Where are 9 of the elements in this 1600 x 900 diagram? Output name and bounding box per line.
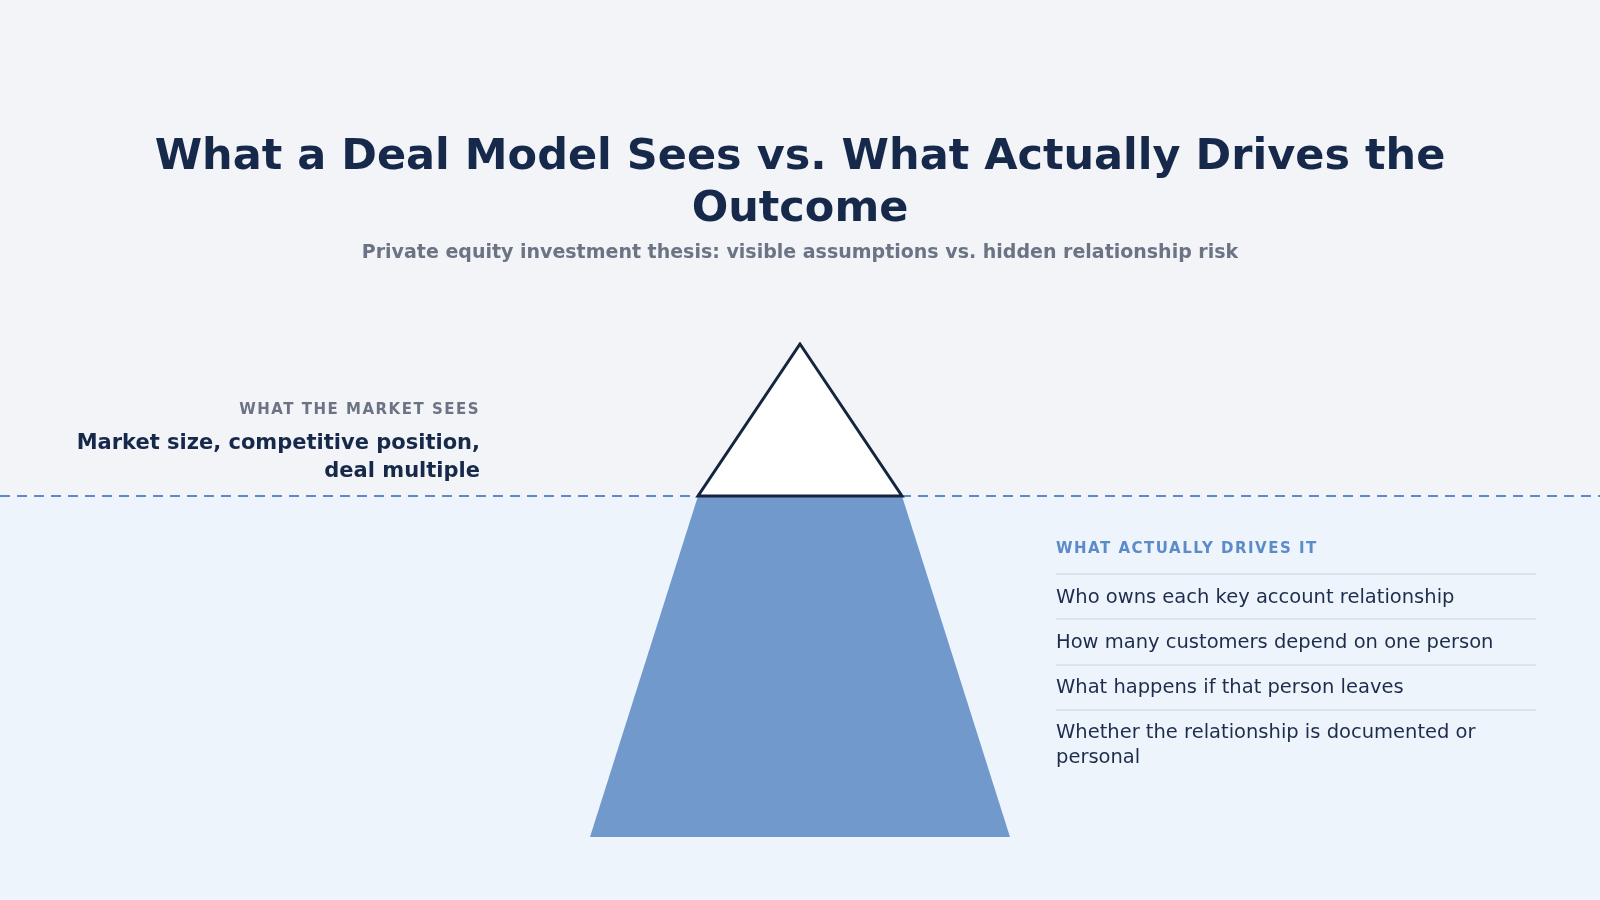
list-item-text: Who owns each key account relationship xyxy=(1056,584,1456,609)
section-heading: WHAT THE MARKET SEES xyxy=(239,400,480,418)
title-text: What a Deal Model Sees vs. What Actually Drives the Outcome xyxy=(153,128,1447,232)
section-heading: WHAT ACTUALLY DRIVES IT xyxy=(1056,539,1318,557)
list-item-text: What happens if that person leaves xyxy=(1056,674,1405,699)
list-item-text: How many customers depend on one person xyxy=(1056,629,1495,654)
list-item-text: Whether the relationship is documented or personal xyxy=(1056,719,1477,769)
subtitle-text: Private equity investment thesis: visible assumptions vs. hidden relationship risk xyxy=(360,240,1240,262)
body-text: Market size, competitive position, deal multiple xyxy=(75,429,480,484)
